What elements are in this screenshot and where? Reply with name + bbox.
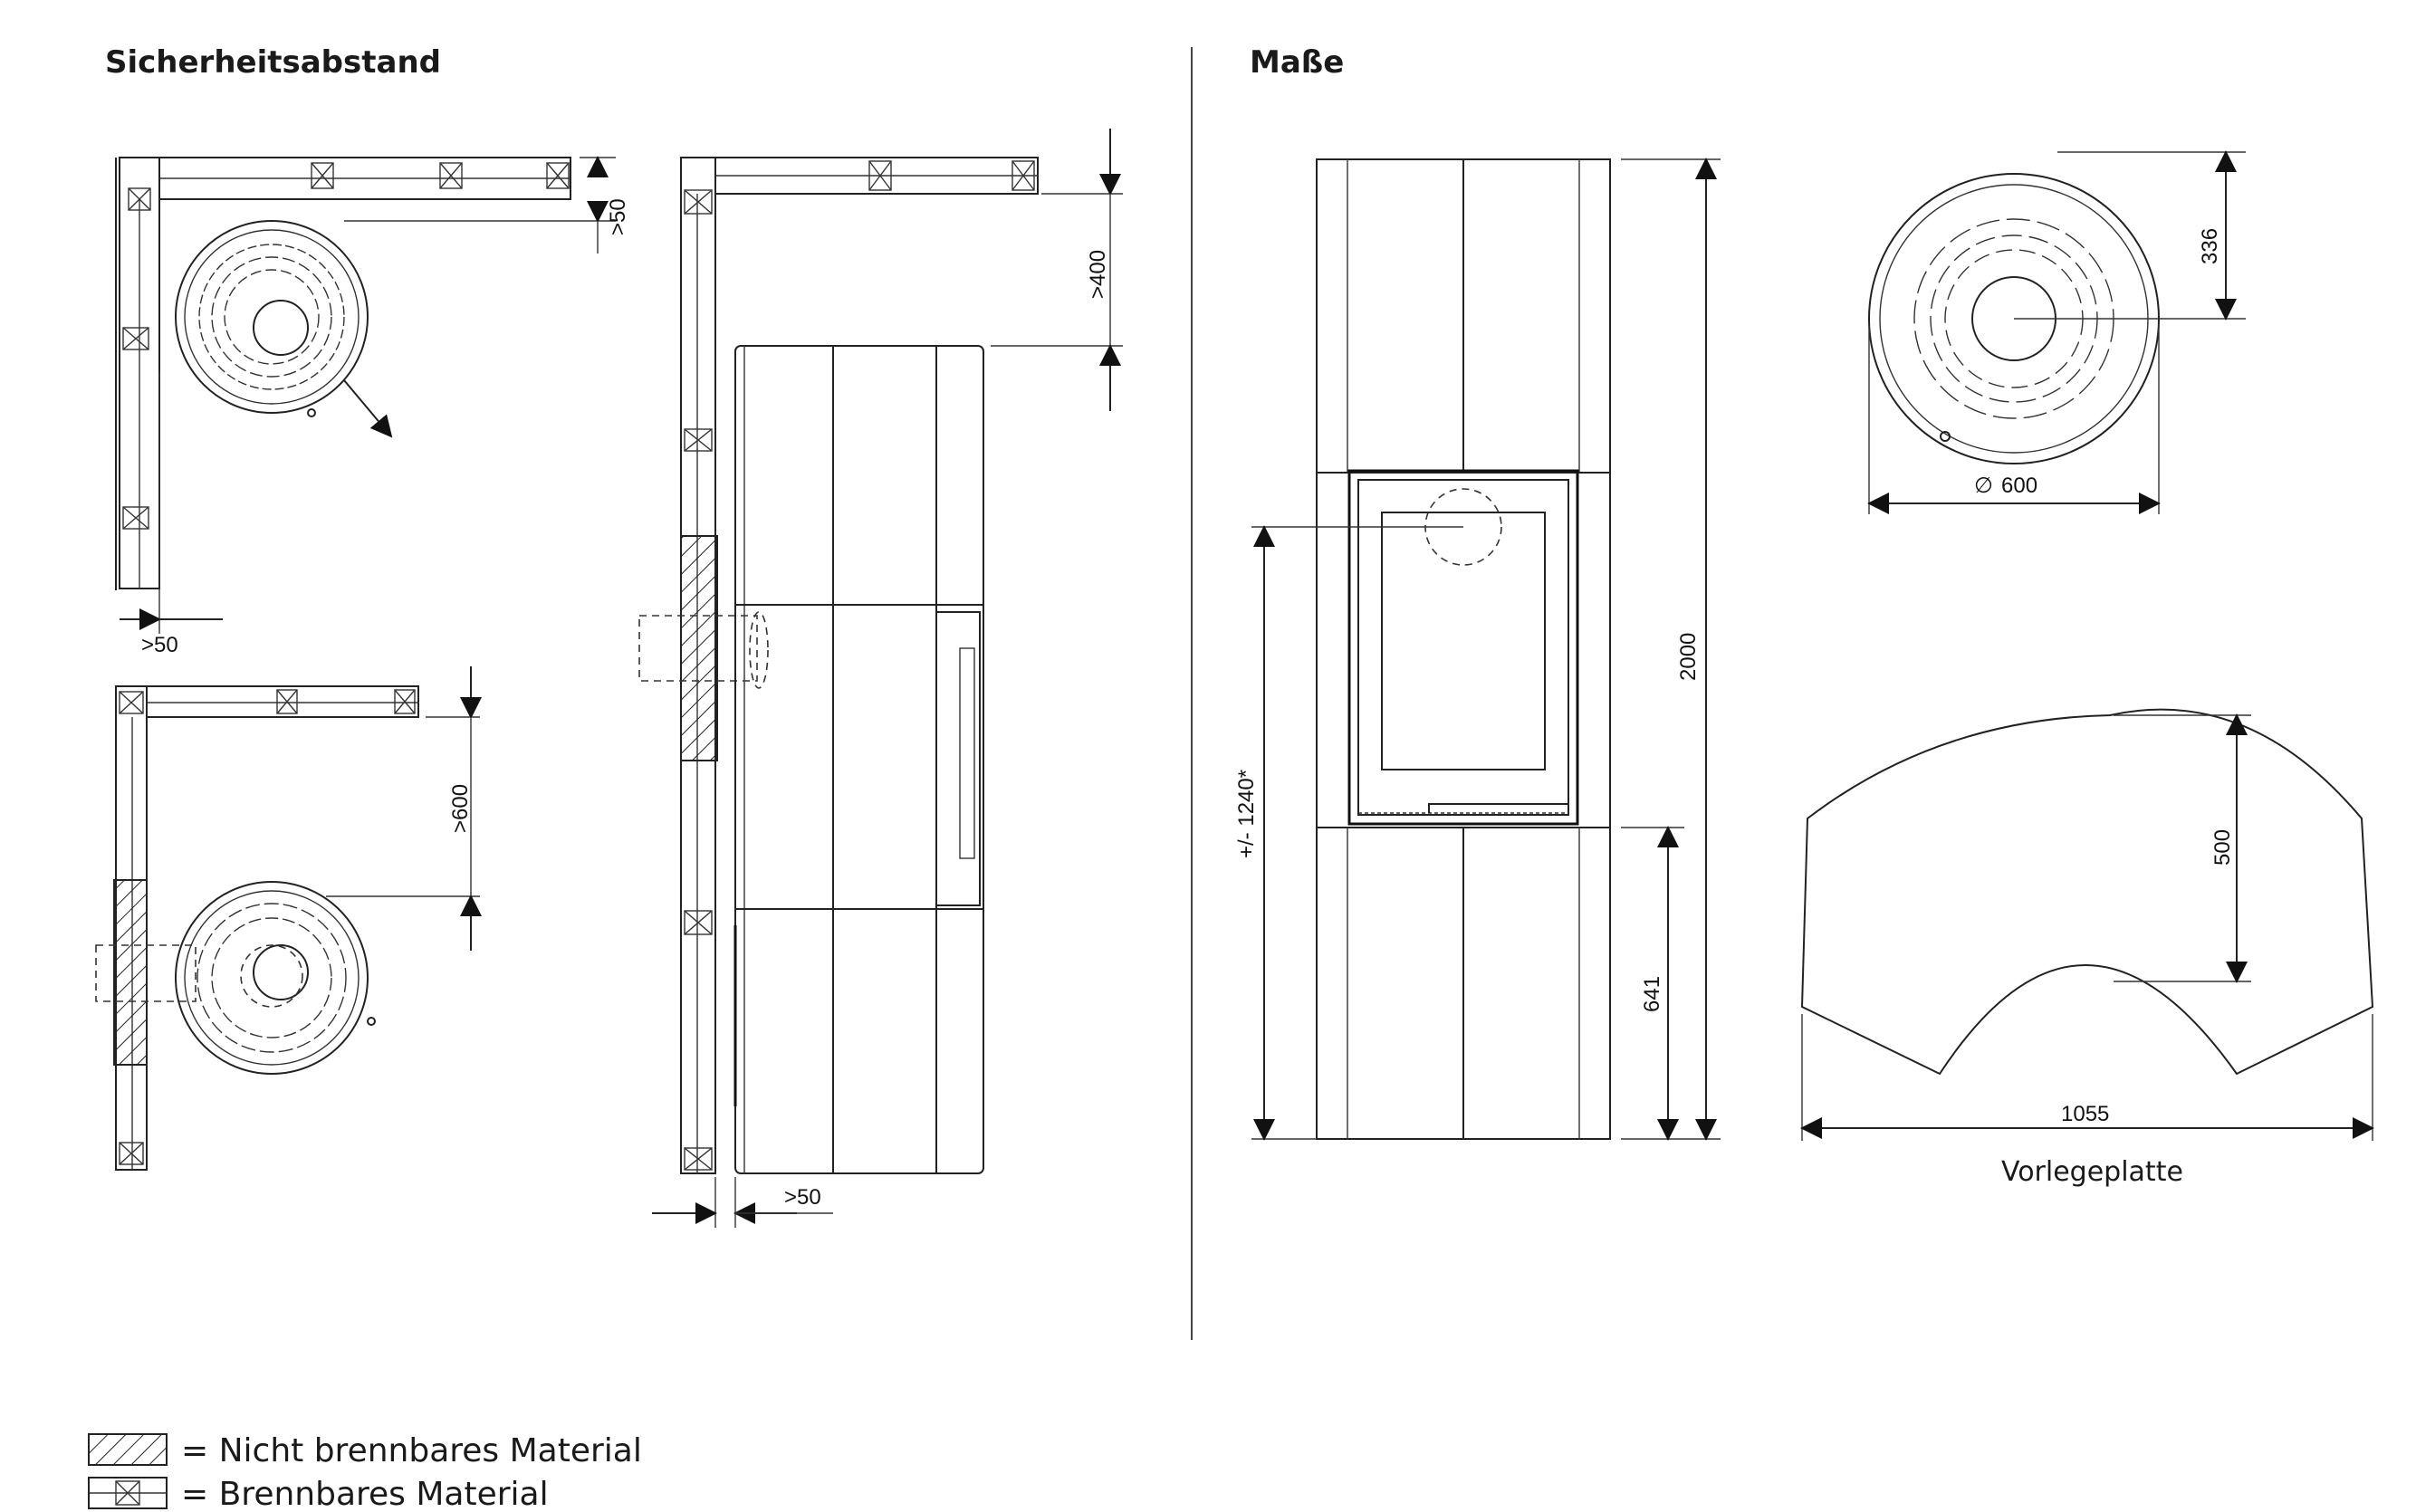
legend: = Nicht brennbares Material = Brennbares…: [88, 1432, 642, 1512]
dimension-label-plate-depth: 500: [2210, 829, 2235, 866]
dimension-label-plate-width: 1055: [2061, 1102, 2109, 1126]
section-title-safety-distance: Sicherheitsabstand: [105, 44, 441, 81]
hatched-wall-segment-side: [680, 535, 718, 761]
plate-caption: Vorlegeplatte: [2001, 1156, 2183, 1188]
dimension-label-height-total: 2000: [1676, 633, 1701, 681]
clearance-label-side-bottom: >50: [784, 1185, 821, 1210]
clearance-label-top2-front: >600: [448, 784, 473, 833]
top-view-corner-install: >50 >50: [115, 156, 630, 657]
side-view-install: >400 >50: [638, 129, 1123, 1228]
diameter-symbol: ∅: [1974, 474, 1993, 498]
dimension-label-diameter: 600: [2001, 474, 2037, 498]
front-elevation: 2000 641 +/- 1240*: [1234, 158, 1721, 1141]
section-title-dimensions: Maße: [1250, 44, 1344, 81]
top-view-wall-install: >600: [95, 666, 482, 1171]
legend-combustible: = Brennbares Material: [181, 1476, 549, 1512]
clearance-label-side-top: >400: [1086, 250, 1110, 299]
legend-non-combustible: = Nicht brennbares Material: [181, 1432, 642, 1469]
hatched-wall-segment: [113, 879, 148, 1066]
clearance-label-top1-side: >50: [606, 198, 630, 235]
clearance-label-top1-front: >50: [141, 633, 178, 657]
legend-combustible-swatch: [88, 1477, 168, 1509]
dimension-label-depth: 336: [2198, 228, 2222, 264]
floor-plate-outline: 500 1055 Vorlegeplatte: [1800, 708, 2374, 1188]
legend-hatch-swatch: [88, 1433, 168, 1466]
dimension-label-connection-height: +/- 1240*: [1234, 770, 1259, 858]
top-view-dimensions: 336 ∅ 600: [1867, 150, 2246, 514]
dimension-label-door-height: 641: [1640, 976, 1664, 1012]
